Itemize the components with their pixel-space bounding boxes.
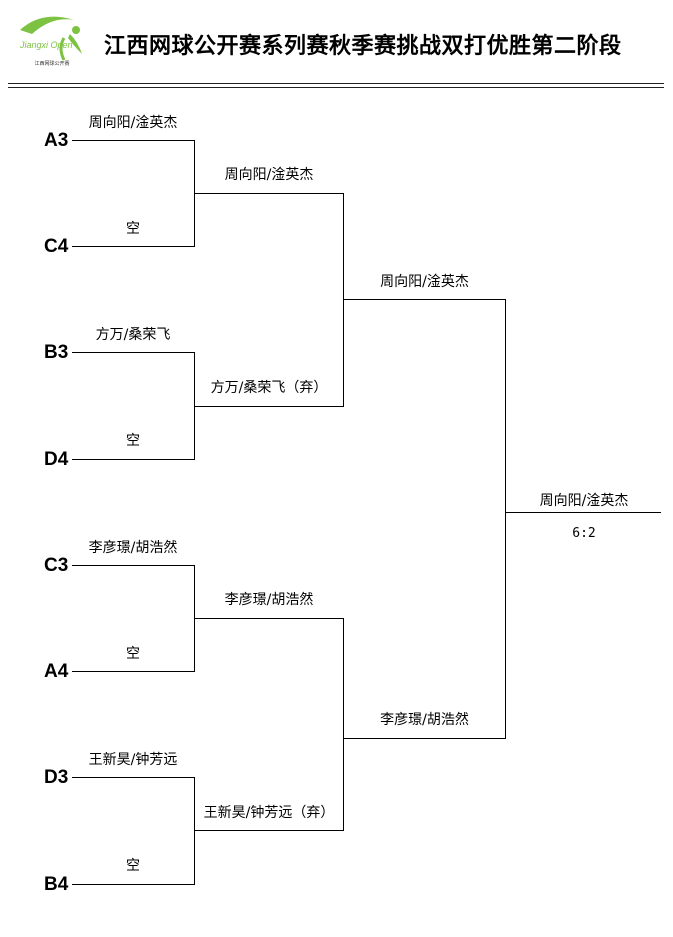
round2-pair-name: 王新昊/钟芳远（弃） — [203, 805, 335, 821]
seed-label: B4 — [44, 874, 69, 895]
page-title: 江西网球公开赛系列赛秋季赛挑战双打优胜第二阶段 — [104, 34, 622, 59]
player-pair-name: 空 — [126, 646, 140, 662]
seed-label: A3 — [44, 130, 69, 151]
bracket-line-r3 — [343, 299, 506, 739]
round2-pair-name: 周向阳/淦英杰 — [224, 167, 314, 183]
player-pair-name: 空 — [126, 858, 140, 874]
player-pair-name: 李彦璟/胡浩然 — [88, 540, 178, 556]
player-pair-name: 空 — [126, 221, 140, 237]
bracket-line-r2-1 — [194, 193, 344, 407]
round3-pair-name: 周向阳/淦英杰 — [380, 274, 469, 290]
seed-label: A4 — [44, 661, 69, 682]
logo-caption: 江西网球公开赛 — [34, 61, 70, 67]
tennis-figure-logo-icon: Jiangxi Open — [19, 16, 82, 61]
seed-label: C4 — [44, 236, 69, 257]
bracket-line-r2-2 — [194, 618, 344, 831]
seed-label: D4 — [44, 449, 69, 470]
seed-label: D3 — [44, 767, 69, 788]
player-pair-name: 方万/桑荣飞 — [95, 327, 171, 343]
logo-text: Jiangxi Open — [19, 40, 73, 50]
page-header: Jiangxi Open 江西网球公开赛 江西网球公开赛系列赛秋季赛挑战双打优胜… — [0, 0, 673, 90]
round2-pair-name: 方万/桑荣飞（弃） — [210, 380, 328, 396]
player-pair-name: 王新昊/钟芳远 — [88, 752, 178, 768]
header-divider-bottom — [8, 87, 664, 88]
champion-name: 周向阳/淦英杰 — [539, 493, 629, 509]
seed-label: B3 — [44, 342, 69, 363]
seed-label: C3 — [44, 555, 69, 576]
player-pair-name: 空 — [126, 433, 140, 449]
final-score: 6:2 — [572, 526, 596, 541]
header-divider-top — [8, 83, 664, 84]
round2-pair-name: 李彦璟/胡浩然 — [224, 592, 314, 608]
round3-pair-name: 李彦璟/胡浩然 — [380, 712, 469, 728]
player-pair-name: 周向阳/淦英杰 — [88, 115, 178, 131]
